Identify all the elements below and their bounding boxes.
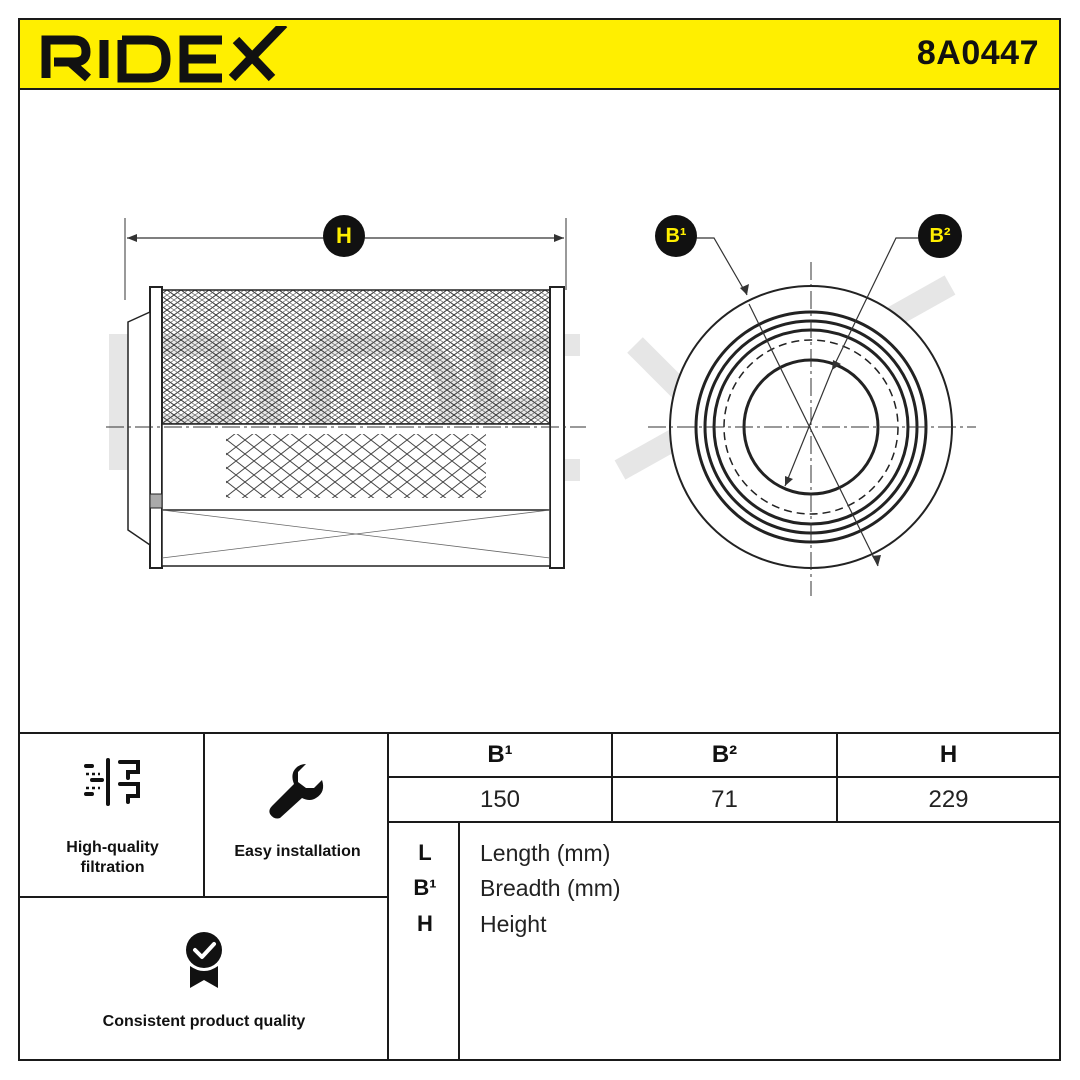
divider-top: [20, 732, 1059, 734]
dim-header-b2: B²: [711, 741, 738, 768]
dimension-label-b1: B¹: [665, 225, 687, 247]
quality-badge-icon: [182, 930, 226, 995]
dimension-label-b2: B²: [929, 225, 951, 247]
dim-value-h: 229: [928, 786, 969, 813]
filter-layers-icon: [82, 752, 148, 815]
legend-text-breadth: Breadth (mm): [480, 875, 621, 901]
feature-label-filtration: High-quality filtration: [66, 839, 159, 876]
part-number: 8A0447: [916, 34, 1039, 72]
divider-v2: [387, 732, 389, 1060]
dim-header-b1: B¹: [487, 741, 513, 768]
technical-drawing: H B¹ B²: [20, 90, 1059, 730]
filter-side-view: [106, 215, 586, 569]
dimension-label-h: H: [336, 223, 352, 248]
dim-header-h: H: [939, 741, 958, 768]
divider-dim-values: [388, 821, 1059, 823]
legend-text-height: Height: [480, 911, 547, 937]
divider-features: [20, 896, 388, 898]
legend-text-length: Length (mm): [480, 840, 611, 866]
divider-dim-header: [388, 776, 1059, 778]
legend-key-h: H: [417, 911, 433, 936]
divider-v1: [203, 732, 205, 896]
feature-label-installation: Easy installation: [234, 843, 361, 860]
ridex-logo: [40, 20, 290, 89]
dim-value-b2: 71: [711, 786, 738, 813]
divider-dim-col1: [611, 732, 613, 822]
divider-dim-col2: [836, 732, 838, 822]
legend-key-b1: B¹: [413, 875, 437, 900]
filter-front-view: [648, 214, 976, 596]
datasheet-frame: [18, 18, 1061, 1061]
divider-legend: [458, 822, 460, 1060]
wrench-icon: [266, 760, 328, 825]
header-bar: 8A0447: [20, 20, 1059, 90]
feature-label-quality: Consistent product quality: [102, 1013, 306, 1030]
legend-key-l: L: [418, 840, 432, 865]
dim-value-b1: 150: [479, 786, 521, 813]
